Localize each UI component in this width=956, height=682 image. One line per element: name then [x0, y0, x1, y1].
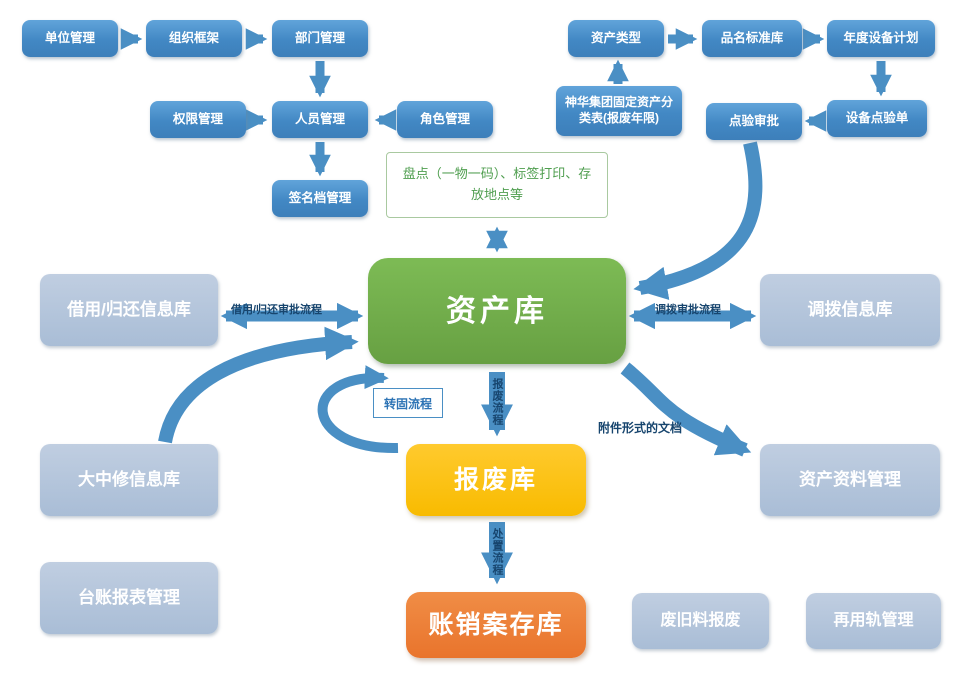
note-inventory: 盘点（一物一码）、标签打印、存放地点等 — [386, 152, 608, 218]
label-transfer-flow: 调拨审批流程 — [655, 304, 721, 316]
node-person-mgmt: 人员管理 — [272, 101, 368, 138]
node-writeoff-lib: 账销案存库 — [406, 592, 586, 658]
node-ledger-mgmt: 台账报表管理 — [40, 562, 218, 634]
arrow-fixed-flow-loop — [317, 365, 399, 454]
node-check-sheet: 设备点验单 — [827, 100, 927, 137]
arrow-repairlib-to-assetlib-curve — [158, 326, 359, 444]
node-transfer-lib: 调拨信息库 — [760, 274, 940, 346]
node-scrap-lib: 报废库 — [406, 444, 586, 516]
node-annual-plan: 年度设备计划 — [827, 20, 935, 57]
arrow-checkapproval-to-assetlib-curve — [633, 141, 763, 300]
node-repair-lib: 大中修信息库 — [40, 444, 218, 516]
node-asset-lib: 资产库 — [368, 258, 626, 364]
node-signature-mgmt: 签名档管理 — [272, 180, 368, 217]
node-perm-mgmt: 权限管理 — [150, 101, 246, 138]
label-fixed-flow: 转固流程 — [373, 388, 443, 418]
label-scrap-flow: 报废流程 — [491, 378, 503, 426]
label-dispose-flow: 处置流程 — [491, 528, 503, 576]
node-dept-mgmt: 部门管理 — [272, 20, 368, 57]
node-doc-mgmt: 资产资料管理 — [760, 444, 940, 516]
label-borrow-flow: 借用/归还审批流程 — [231, 304, 323, 316]
node-waste-scrap: 废旧料报废 — [632, 593, 769, 649]
node-name-standard: 品名标准库 — [702, 20, 802, 57]
arrow-assetlib-to-docmgmt-curve — [620, 362, 752, 457]
node-borrow-lib: 借用/归还信息库 — [40, 274, 218, 346]
node-check-approval: 点验审批 — [706, 103, 802, 140]
node-unit-mgmt: 单位管理 — [22, 20, 118, 57]
node-role-mgmt: 角色管理 — [397, 101, 493, 138]
node-shenhua-table: 神华集团固定资产分类表(报废年限) — [556, 86, 682, 136]
node-reuse-mgmt: 再用轨管理 — [806, 593, 941, 649]
label-attachment-doc: 附件形式的文档 — [598, 421, 683, 435]
node-asset-type: 资产类型 — [568, 20, 664, 57]
node-org-frame: 组织框架 — [146, 20, 242, 57]
